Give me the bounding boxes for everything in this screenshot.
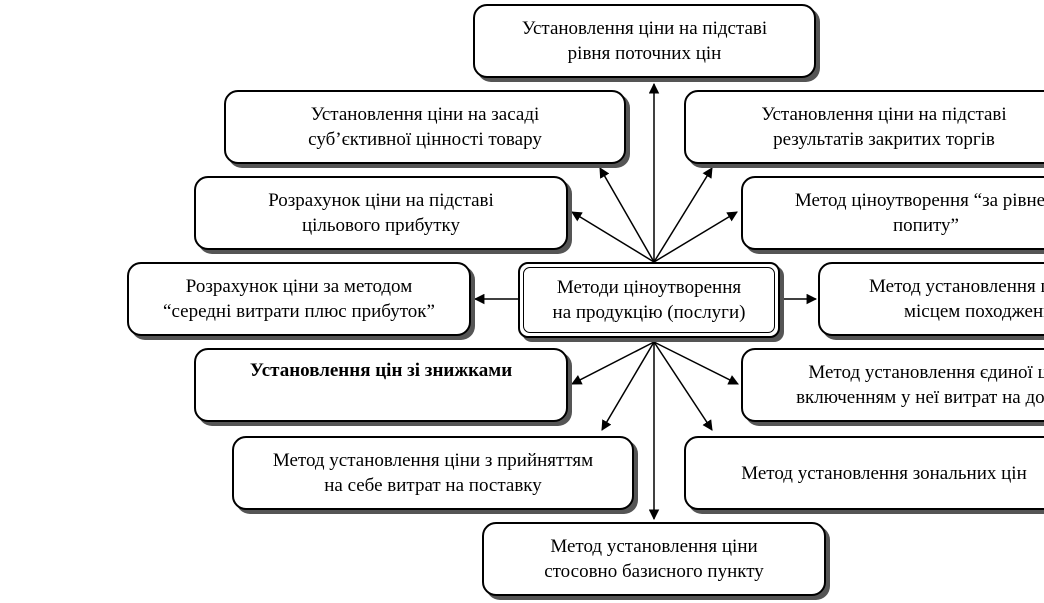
node-target-profit: Розрахунок ціни на підставі цільового пр… (194, 176, 568, 250)
node-basing-point: Метод установлення ціни стосовно базисно… (482, 522, 826, 596)
node-basing-point-line-1: Метод установлення ціни (550, 536, 758, 557)
node-current-prices-line-2: рівня поточних цін (567, 43, 722, 64)
node-cost-plus: Розрахунок ціни за методом “середні витр… (127, 262, 471, 336)
node-uniform-price-line-2: включенням у неї витрат на доставку (796, 387, 1044, 408)
node-subjective-value-line-1: Установлення ціни на засаді (310, 104, 540, 125)
node-origin-pricing: Метод установлення ціни за місцем походж… (818, 262, 1044, 336)
arrow-to-closed-bids (653, 167, 713, 263)
arrow-to-delivery-costs (601, 341, 655, 431)
node-cost-plus-line-1: Розрахунок ціни за методом (185, 276, 413, 297)
node-zonal-prices: Метод установлення зональних цін (684, 436, 1044, 510)
arrow-to-zonal (653, 341, 713, 431)
node-current-prices: Установлення ціни на підставі рівня пото… (473, 4, 816, 78)
node-discounts-line-1: Установлення цін зі знижками (249, 360, 513, 381)
arrow-to-discounts (571, 341, 655, 385)
node-zonal-prices-line-1: Метод установлення зональних цін (741, 462, 1027, 484)
node-closed-bids-line-2: результатів закритих торгів (773, 129, 995, 150)
node-origin-pricing-line-1: Метод установлення ціни за (869, 276, 1044, 297)
center-node-line-1: Методи ціноутворення (556, 277, 742, 298)
arrow-to-uniform-price (653, 341, 739, 385)
node-closed-bids-line-1: Установлення ціни на підставі (761, 104, 1007, 125)
node-subjective-value: Установлення ціни на засаді суб’єктивної… (224, 90, 626, 164)
arrow-to-demand-level (653, 211, 738, 263)
node-demand-level-line-2: попиту” (893, 215, 959, 236)
node-basing-point-line-2: стосовно базисного пункту (544, 561, 764, 582)
node-target-profit-line-2: цільового прибутку (301, 215, 461, 236)
node-cost-plus-line-2: “середні витрати плюс прибуток” (163, 301, 435, 322)
node-delivery-costs: Метод установлення ціни з прийняттям на … (232, 436, 634, 510)
node-current-prices-line-1: Установлення ціни на підставі (521, 18, 768, 39)
node-discounts: Установлення цін зі знижками (194, 348, 568, 422)
node-demand-level-line-1: Метод ціноутворення “за рівнем (794, 190, 1044, 211)
center-node-line-2: на продукцію (послуги) (552, 302, 746, 323)
node-subjective-value-line-2: суб’єктивної цінності товару (308, 129, 542, 150)
arrow-to-subjective-value (599, 167, 655, 263)
node-uniform-price-line-1: Метод установлення єдиної ціни з (808, 362, 1044, 383)
node-target-profit-line-1: Розрахунок ціни на підставі (268, 190, 494, 211)
node-delivery-costs-line-1: Метод установлення ціни з прийняттям (272, 450, 594, 471)
node-demand-level: Метод ціноутворення “за рівнем попиту” (741, 176, 1044, 250)
node-delivery-costs-line-2: на себе витрат на поставку (324, 475, 542, 496)
node-closed-bids: Установлення ціни на підставі результаті… (684, 90, 1044, 164)
node-uniform-price: Метод установлення єдиної ціни з включен… (741, 348, 1044, 422)
arrow-to-target-profit (571, 211, 655, 263)
node-origin-pricing-line-2: місцем походження (903, 301, 1044, 322)
center-node-pricing-methods: Методи ціноутворення на продукцію (послу… (518, 262, 780, 338)
